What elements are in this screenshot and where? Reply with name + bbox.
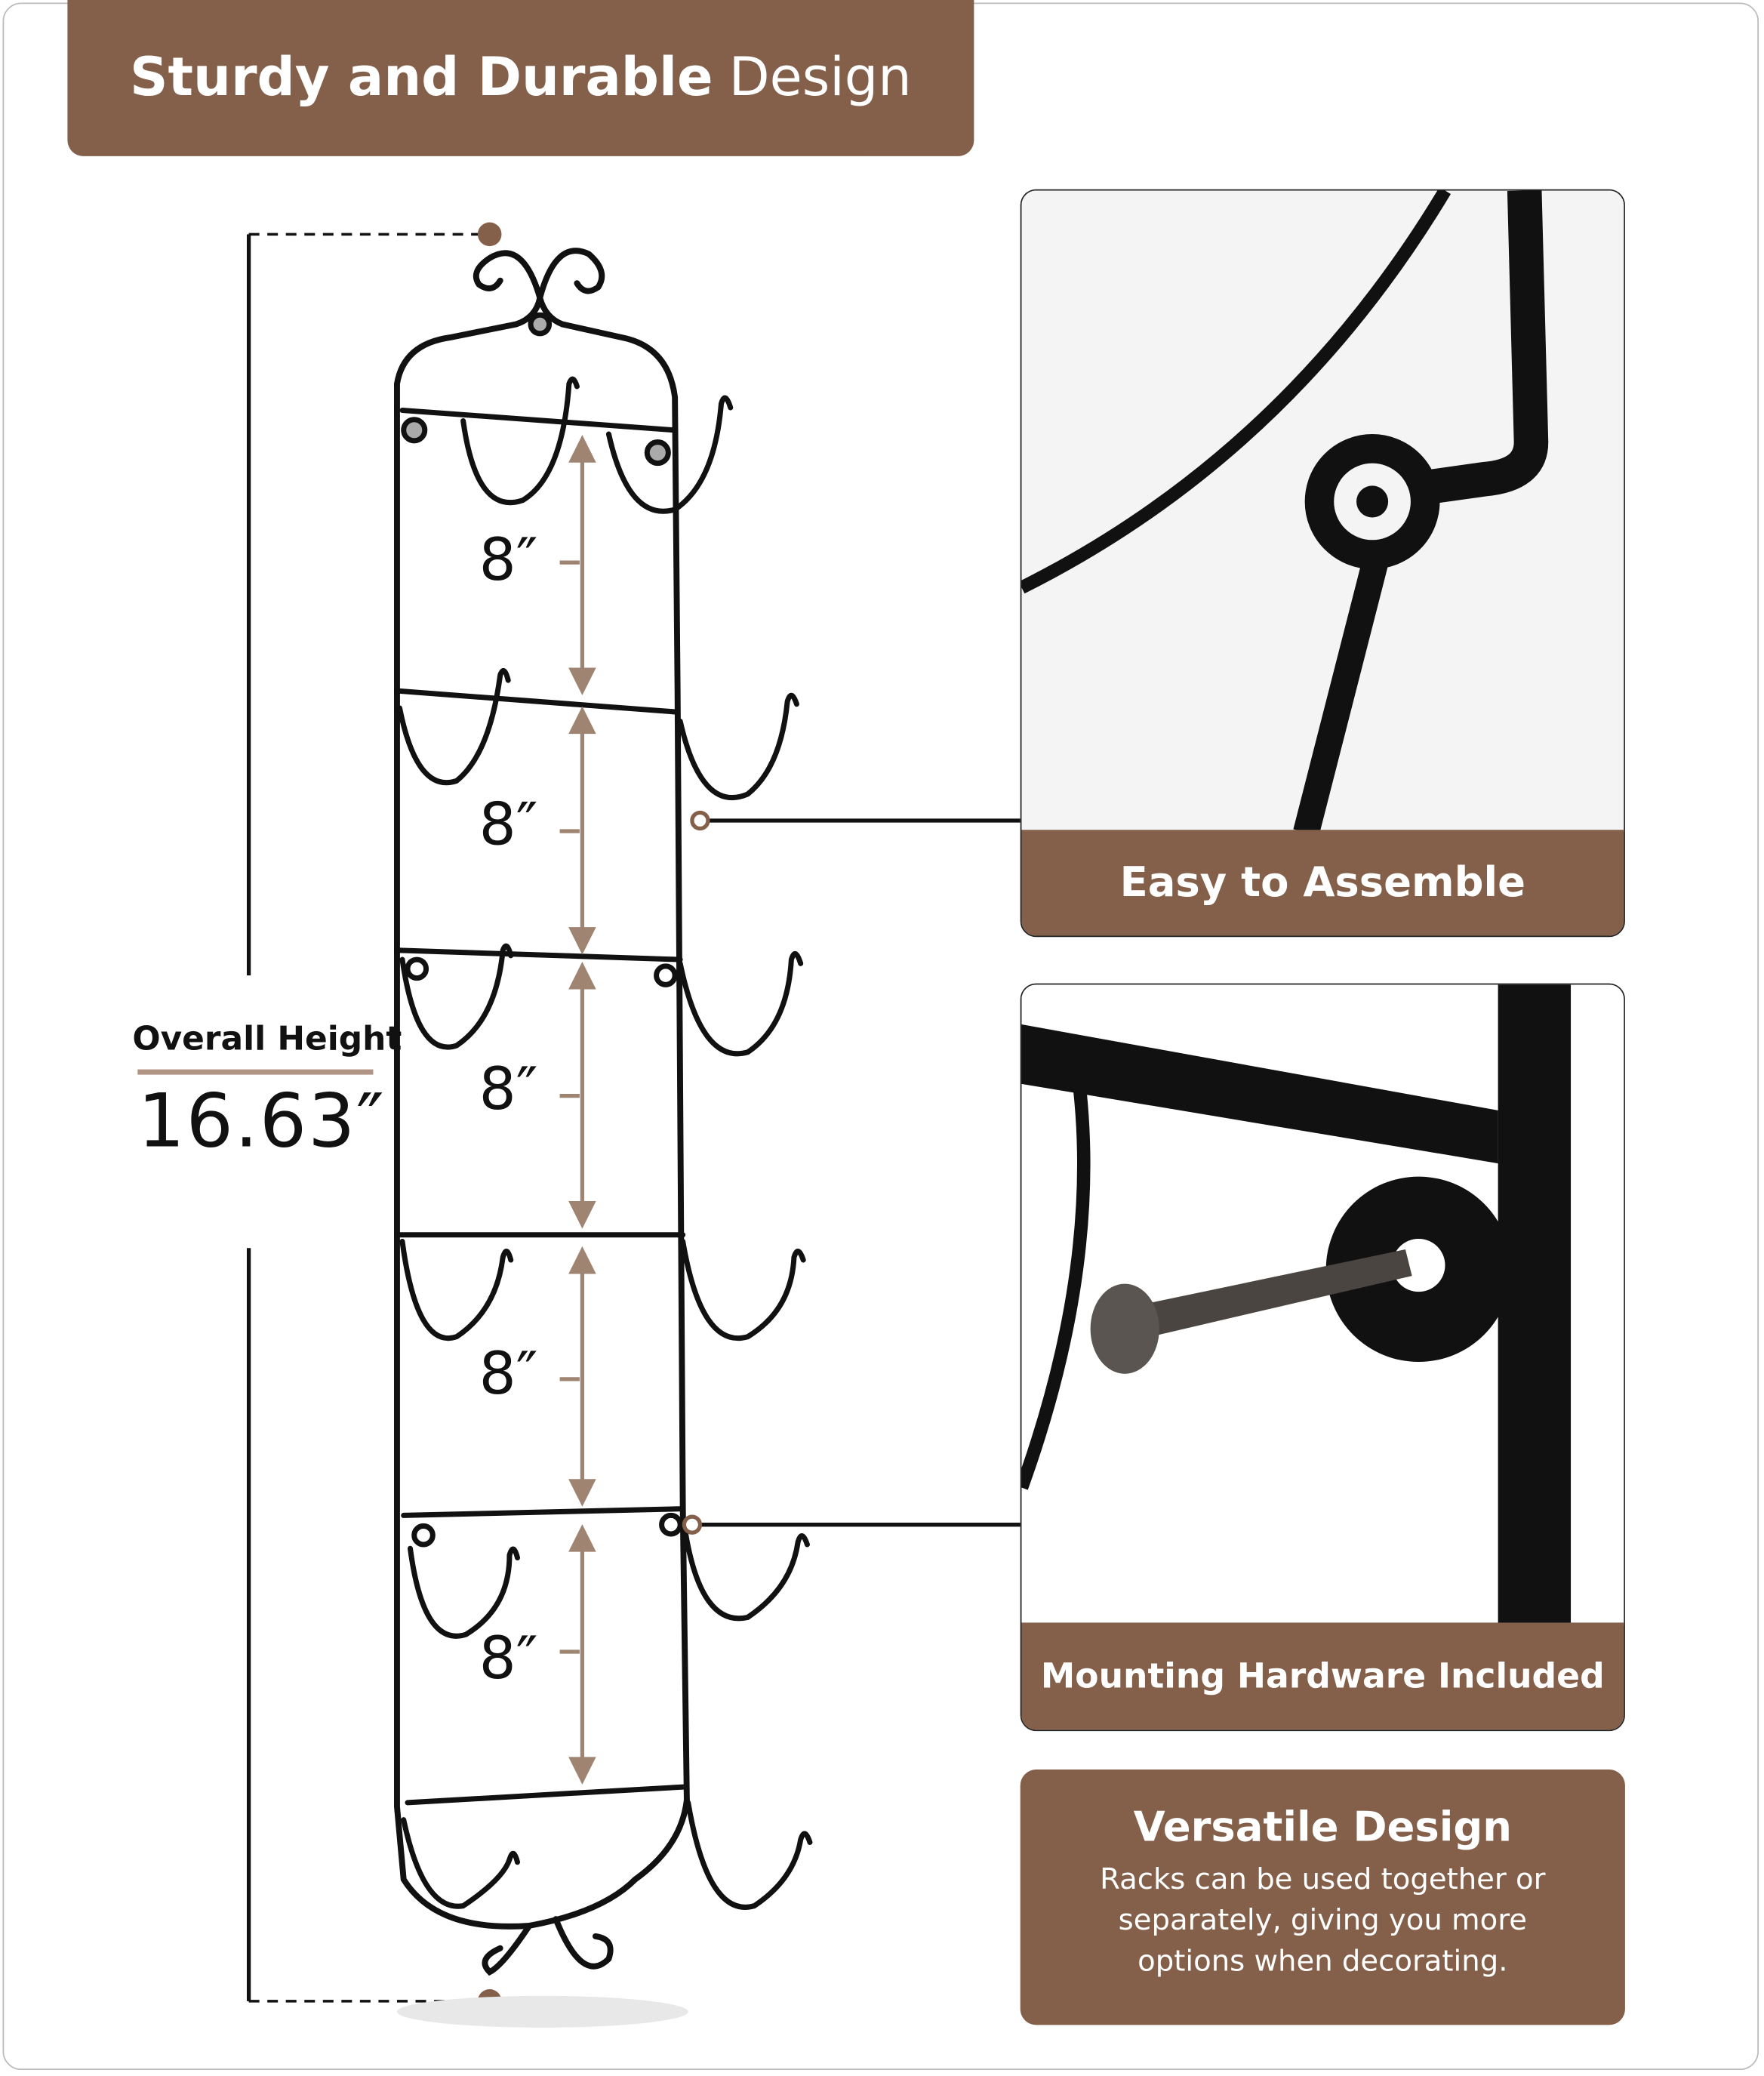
spacing-arrow (559, 961, 596, 1229)
versatile-title: Versatile Design (1133, 1803, 1513, 1852)
spacing-arrows (559, 435, 596, 1785)
wine-rack (394, 248, 813, 1976)
panel-easy-assemble: Easy to Assemble (1020, 189, 1625, 938)
spacing-label: 8″ (479, 1056, 538, 1124)
closeup-screw-joint-image (1021, 190, 1624, 833)
spacing-arrow (559, 435, 596, 696)
panel-label: Easy to Assemble (1021, 830, 1624, 936)
spacing-label: 8″ (479, 526, 538, 595)
versatile-body: Racks can be used together or separately… (1100, 1863, 1546, 1979)
overall-height-rule (137, 1069, 374, 1075)
mount-holes (401, 312, 683, 1548)
title-regular: Design (728, 48, 912, 109)
panel-mounting-hardware: Mounting Hardware Included (1020, 983, 1625, 1732)
spacing-label: 8″ (479, 1625, 538, 1693)
spacing-arrow (559, 706, 596, 955)
connector-dot (682, 1514, 703, 1535)
rack-shadow (396, 1995, 688, 2028)
title-bold: Sturdy and Durable (130, 48, 713, 109)
spacing-arrow (559, 1246, 596, 1507)
callout-connectors (701, 818, 1021, 1527)
panel-label: Mounting Hardware Included (1021, 1622, 1624, 1730)
title-banner: Sturdy and Durable Design (67, 0, 974, 156)
spacing-arrow (559, 1524, 596, 1785)
spacing-label: 8″ (479, 1340, 538, 1409)
versatile-design-box: Versatile Design Racks can be used toget… (1020, 1770, 1625, 2025)
overall-height-value: 16.63″ (137, 1078, 386, 1165)
connector-dot (690, 810, 710, 831)
overall-height-label: Overall Height (132, 1018, 402, 1058)
closeup-screw-washer-image (1021, 984, 1624, 1625)
overall-height-dimension (246, 233, 490, 2003)
spacing-label: 8″ (479, 791, 538, 859)
top-marker-dot (477, 222, 502, 247)
